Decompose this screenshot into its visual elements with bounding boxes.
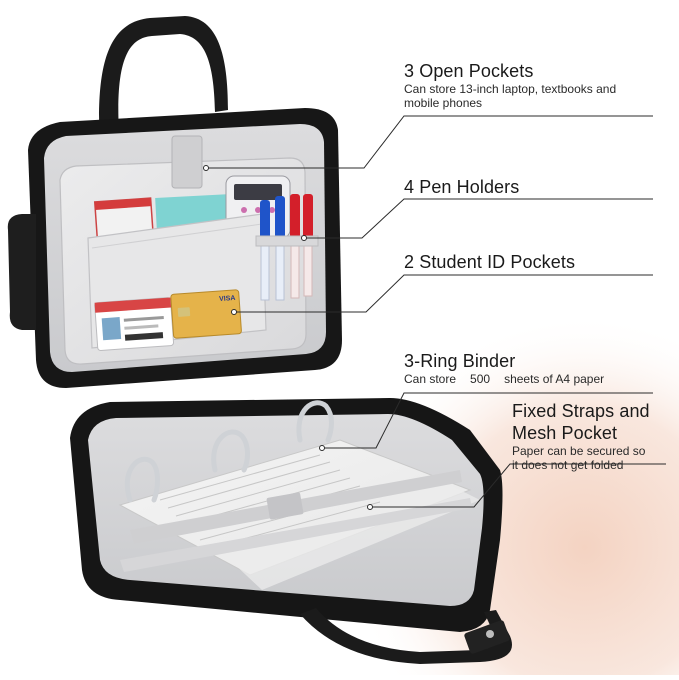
leader-lines [203, 115, 666, 510]
straps-title-line1: Fixed Straps and [512, 401, 650, 421]
ring-binder-desc: Can store 500 sheets of A4 paper [404, 372, 674, 386]
open-pockets-title: 3 Open Pockets [404, 61, 534, 81]
side-pocket [7, 214, 36, 330]
open-pockets-desc-line2: mobile phones [404, 96, 483, 110]
id-pockets-title: 2 Student ID Pockets [404, 252, 576, 272]
callout-id-pockets: 2 Student ID Pockets [404, 251, 674, 273]
callout-ring-binder: 3-Ring Binder Can store 500 sheets of A4 p… [404, 350, 674, 386]
ring-binder-desc-suffix: sheets of A4 paper [504, 372, 605, 386]
bank-card: VISA [170, 289, 242, 339]
bank-card-brand: VISA [219, 295, 236, 303]
binder-rings [124, 400, 334, 503]
callout-pen-holders: 4 Pen Holders [404, 176, 674, 198]
straps-desc-line2: it does not get folded [512, 458, 624, 472]
open-pockets-desc-line1: Can store 13-inch laptop, textbooks and [404, 82, 617, 96]
student-id-card: Elizabeth Benjamin [94, 297, 175, 351]
pen-holders-title: 4 Pen Holders [404, 177, 520, 197]
handle-snap [464, 620, 510, 654]
id-card-name: Elizabeth Benjamin [123, 308, 158, 315]
ring-binder-desc-prefix: Can store [404, 372, 457, 386]
ring-binder-desc-number: 500 [470, 372, 491, 386]
callout-straps: Fixed Straps and Mesh Pocket Paper can b… [512, 400, 672, 472]
straps-desc-line1: Paper can be secured so [512, 444, 646, 458]
ring-binder-title: 3-Ring Binder [404, 351, 516, 371]
bottom-handle [300, 608, 512, 664]
pens [255, 194, 319, 301]
callout-open-pockets: 3 Open Pockets Can store 13-inch laptop,… [404, 60, 674, 110]
straps-title-line2: Mesh Pocket [512, 423, 618, 443]
flap-strap [171, 135, 203, 189]
